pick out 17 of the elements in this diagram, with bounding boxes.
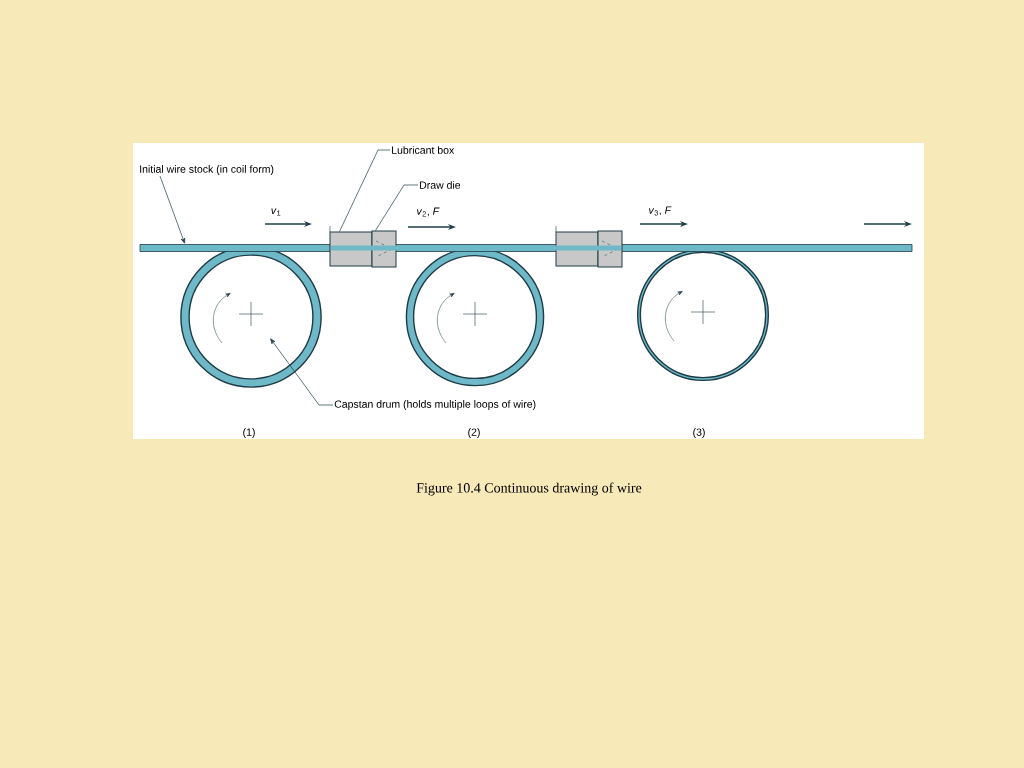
- leader-line: [375, 184, 419, 231]
- draw-die: [597, 230, 623, 268]
- leader-line: [270, 338, 334, 406]
- station-number: (3): [693, 428, 705, 438]
- leader-line: [159, 175, 186, 244]
- callout-text: Capstan drum (holds multiple loops of wire): [334, 400, 536, 410]
- callout-text: Lubricant box: [392, 146, 455, 154]
- leader-line: [339, 149, 391, 232]
- velocity-label: v$_{3}$, F: [649, 206, 672, 216]
- callout-text: Draw die: [420, 181, 461, 189]
- callout-text: Initial wire stock (in coil form): [140, 165, 274, 175]
- station-number: (2): [468, 428, 480, 438]
- velocity-label: v$_{2}$, F: [417, 207, 440, 217]
- station-number: (1): [243, 428, 255, 438]
- caption: Figure 10.4 Continuous drawing of wire: [416, 482, 642, 496]
- velocity-label: v$_{1}$: [271, 208, 281, 216]
- draw-die: [371, 230, 397, 268]
